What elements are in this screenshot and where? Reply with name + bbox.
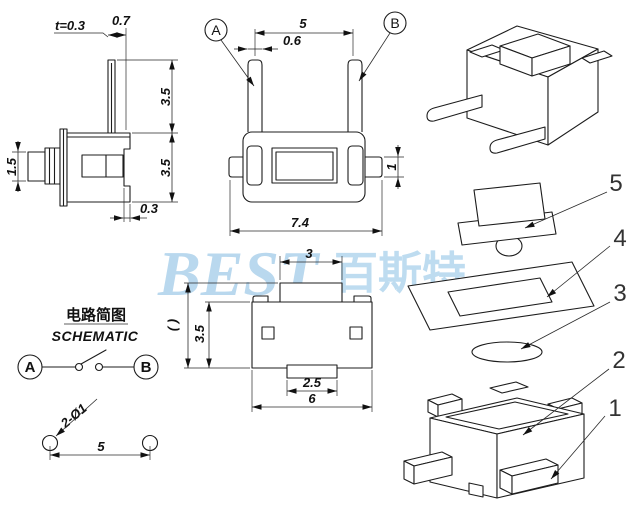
iso-pin-1 — [426, 94, 483, 122]
leader-part-5 — [524, 191, 608, 229]
ear-right — [353, 295, 372, 302]
dim-button-height: 1.5 — [4, 157, 19, 176]
extension-line — [12, 151, 26, 182]
contact-square-right — [349, 326, 363, 340]
leader-part-4 — [546, 245, 611, 298]
inner-window — [81, 154, 124, 178]
part-number-1: 1 — [608, 395, 621, 422]
exploded-view: 5 4 3 2 1 — [403, 170, 627, 499]
pin-left — [247, 59, 263, 132]
body-outline — [66, 132, 131, 203]
dim-tab-width: 1 — [384, 163, 399, 170]
dim-pin-height: 3.5 — [158, 87, 173, 106]
terminal-b-label: B — [141, 359, 152, 376]
terminal-b-label: B — [390, 15, 399, 31]
part-number-2: 2 — [612, 347, 625, 374]
dim-body-width: 7.4 — [291, 215, 310, 230]
dim-pin-width: 0.7 — [112, 13, 131, 28]
base-top-recess — [445, 401, 569, 430]
dim-holes: 2-Ø1 — [57, 401, 90, 432]
body-outline — [242, 131, 366, 203]
part-cover-opening — [447, 277, 553, 317]
schematic-title-en: SCHEMATIC — [52, 328, 139, 344]
part-dome — [471, 341, 543, 363]
extension-line — [184, 282, 278, 369]
terminal-a-label: A — [25, 359, 36, 376]
iso-button-side — [531, 45, 571, 77]
leader-b — [358, 32, 391, 82]
base-bottom-notch — [468, 482, 484, 498]
iso-tab-right — [581, 50, 613, 64]
body-outline — [251, 301, 373, 369]
contact-right — [94, 362, 104, 372]
dim-body-height: 3.5 — [158, 158, 173, 177]
dim-hole-spacing: 5 — [97, 439, 105, 454]
base-lug-back — [489, 381, 529, 394]
dim-body-width: 6 — [308, 391, 316, 406]
bottom-boss — [286, 364, 338, 379]
leader-part-1 — [550, 415, 606, 480]
button-stack — [44, 147, 61, 185]
tab-right — [365, 156, 383, 178]
side-view: t=0.3 0.7 3.5 3.5 1.5 0.3 — [4, 13, 178, 222]
dim-pin-spacing: 5 — [299, 16, 307, 31]
pin-outline — [107, 59, 116, 133]
button-stack-lines — [48, 147, 56, 185]
ear-left — [252, 295, 269, 302]
iso-pin-2 — [489, 126, 546, 154]
part-base — [403, 381, 585, 499]
dim-body-height: 3.5 — [192, 324, 207, 343]
watermark: BEST 百斯特 — [157, 238, 466, 309]
lug-right — [347, 145, 364, 186]
window-outer — [271, 147, 338, 184]
part-number-3: 3 — [613, 280, 626, 307]
dim-step: 0.3 — [140, 201, 159, 216]
leader-a — [220, 39, 255, 87]
terminal-left-side — [413, 456, 453, 485]
switch-arm — [80, 349, 107, 365]
extension-line — [229, 180, 383, 236]
tab-left — [228, 156, 243, 178]
front-view: 3 ( ) 3.5 2.5 6 — [165, 246, 373, 412]
dim-pin-thickness: t=0.3 — [55, 18, 86, 33]
part-number-5: 5 — [609, 170, 622, 197]
leader-part-2 — [522, 368, 610, 436]
terminal-a-label: A — [211, 22, 221, 38]
dim-pin-width: 0.6 — [283, 33, 302, 48]
leader-holes — [55, 398, 98, 437]
lug-left — [246, 145, 263, 186]
balloon-a — [204, 18, 228, 42]
dim-overall-ref: ( ) — [165, 319, 180, 331]
part-number-4: 4 — [613, 225, 626, 252]
extension-line — [384, 156, 404, 178]
part-stem-block — [473, 182, 546, 227]
dim-boss-width: 2.5 — [302, 375, 322, 390]
terminal-right-side — [511, 464, 559, 495]
leader-part-3 — [520, 301, 611, 350]
window-inner — [275, 151, 334, 181]
iso-view — [426, 25, 613, 154]
button-outline — [279, 282, 343, 302]
dim-underline-leader — [54, 32, 109, 38]
pin-right — [347, 59, 363, 132]
contact-square-left — [261, 326, 275, 340]
pcb-layout: 2-Ø1 5 — [41, 398, 159, 460]
balloon-b — [383, 11, 407, 35]
extension-line — [123, 188, 131, 222]
schematic-title-cn: 电路简图 — [66, 306, 126, 324]
top-view: A B 5 0.6 1 7.4 — [204, 11, 407, 236]
contact-left — [74, 362, 84, 372]
iso-right-face — [547, 48, 599, 146]
schematic: 电路简图 SCHEMATIC A B — [17, 306, 159, 380]
button-tip — [27, 151, 46, 182]
dim-button-width: 3 — [305, 246, 313, 261]
